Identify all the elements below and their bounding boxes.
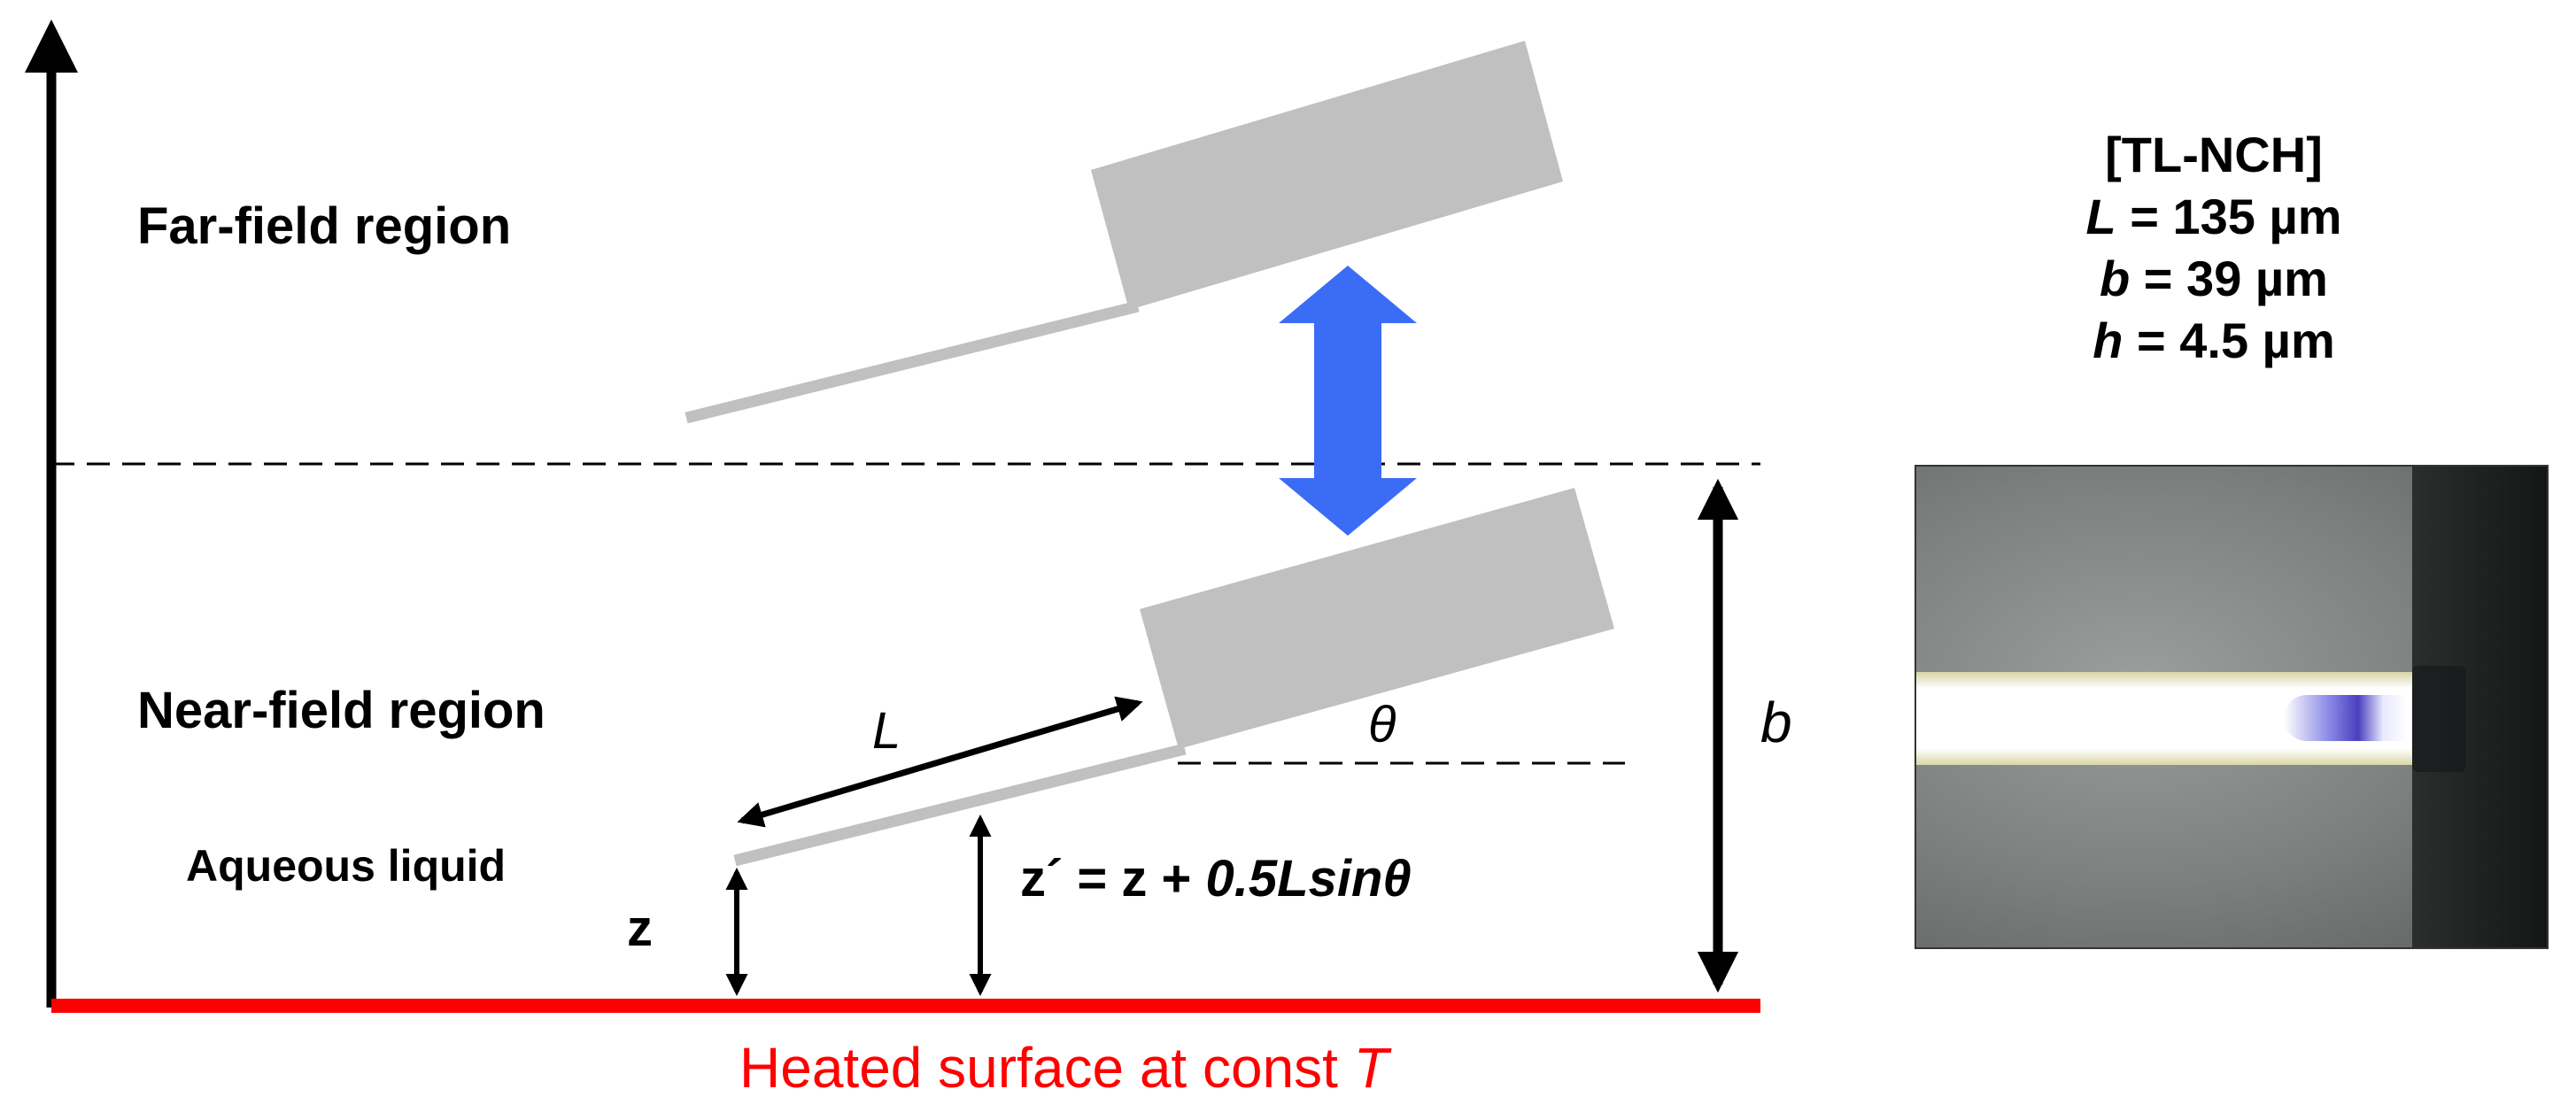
specs-title: [TL-NCH]	[2105, 127, 2323, 182]
cantilever-micrograph	[1915, 465, 2549, 949]
far-field-label: Far-field region	[137, 197, 511, 255]
b-symbol: b	[1760, 691, 1792, 754]
far-field-cantilever-chip	[1091, 41, 1563, 310]
blue-double-arrow	[1279, 266, 1417, 536]
cantilever-specs: [TL-NCH] L = 135 µm b = 39 µm h = 4.5 µm	[1992, 124, 2435, 372]
heated-surface-label: Heated surface at const T	[739, 1036, 1392, 1100]
heated-surface-variable: T	[1354, 1036, 1392, 1100]
z-prime-equation: z´ = z + 0.5Lsinθ	[1020, 850, 1412, 907]
aqueous-liquid-label: Aqueous liquid	[186, 841, 506, 891]
theta-symbol: θ	[1368, 696, 1396, 753]
spec-thickness: h = 4.5 µm	[2093, 313, 2335, 368]
equation-lhs: z´ = z +	[1020, 850, 1206, 907]
near-field-label: Near-field region	[137, 682, 545, 739]
heated-surface-text: Heated surface at const	[739, 1036, 1354, 1100]
length-symbol: L	[872, 702, 901, 760]
spec-length: L = 135 µm	[2085, 189, 2342, 244]
equation-rhs: 0.5Lsinθ	[1206, 850, 1412, 907]
micrograph-heater-tip	[2284, 695, 2408, 741]
length-arrow	[737, 696, 1143, 828]
z-symbol: z	[627, 900, 653, 957]
vertical-axis-arrowhead	[25, 19, 78, 73]
micrograph-heater-shadow	[2412, 666, 2465, 772]
far-field-cantilever-beam	[685, 300, 1140, 424]
spec-width: b = 39 µm	[2100, 251, 2328, 306]
near-field-cantilever-chip	[1140, 488, 1614, 749]
